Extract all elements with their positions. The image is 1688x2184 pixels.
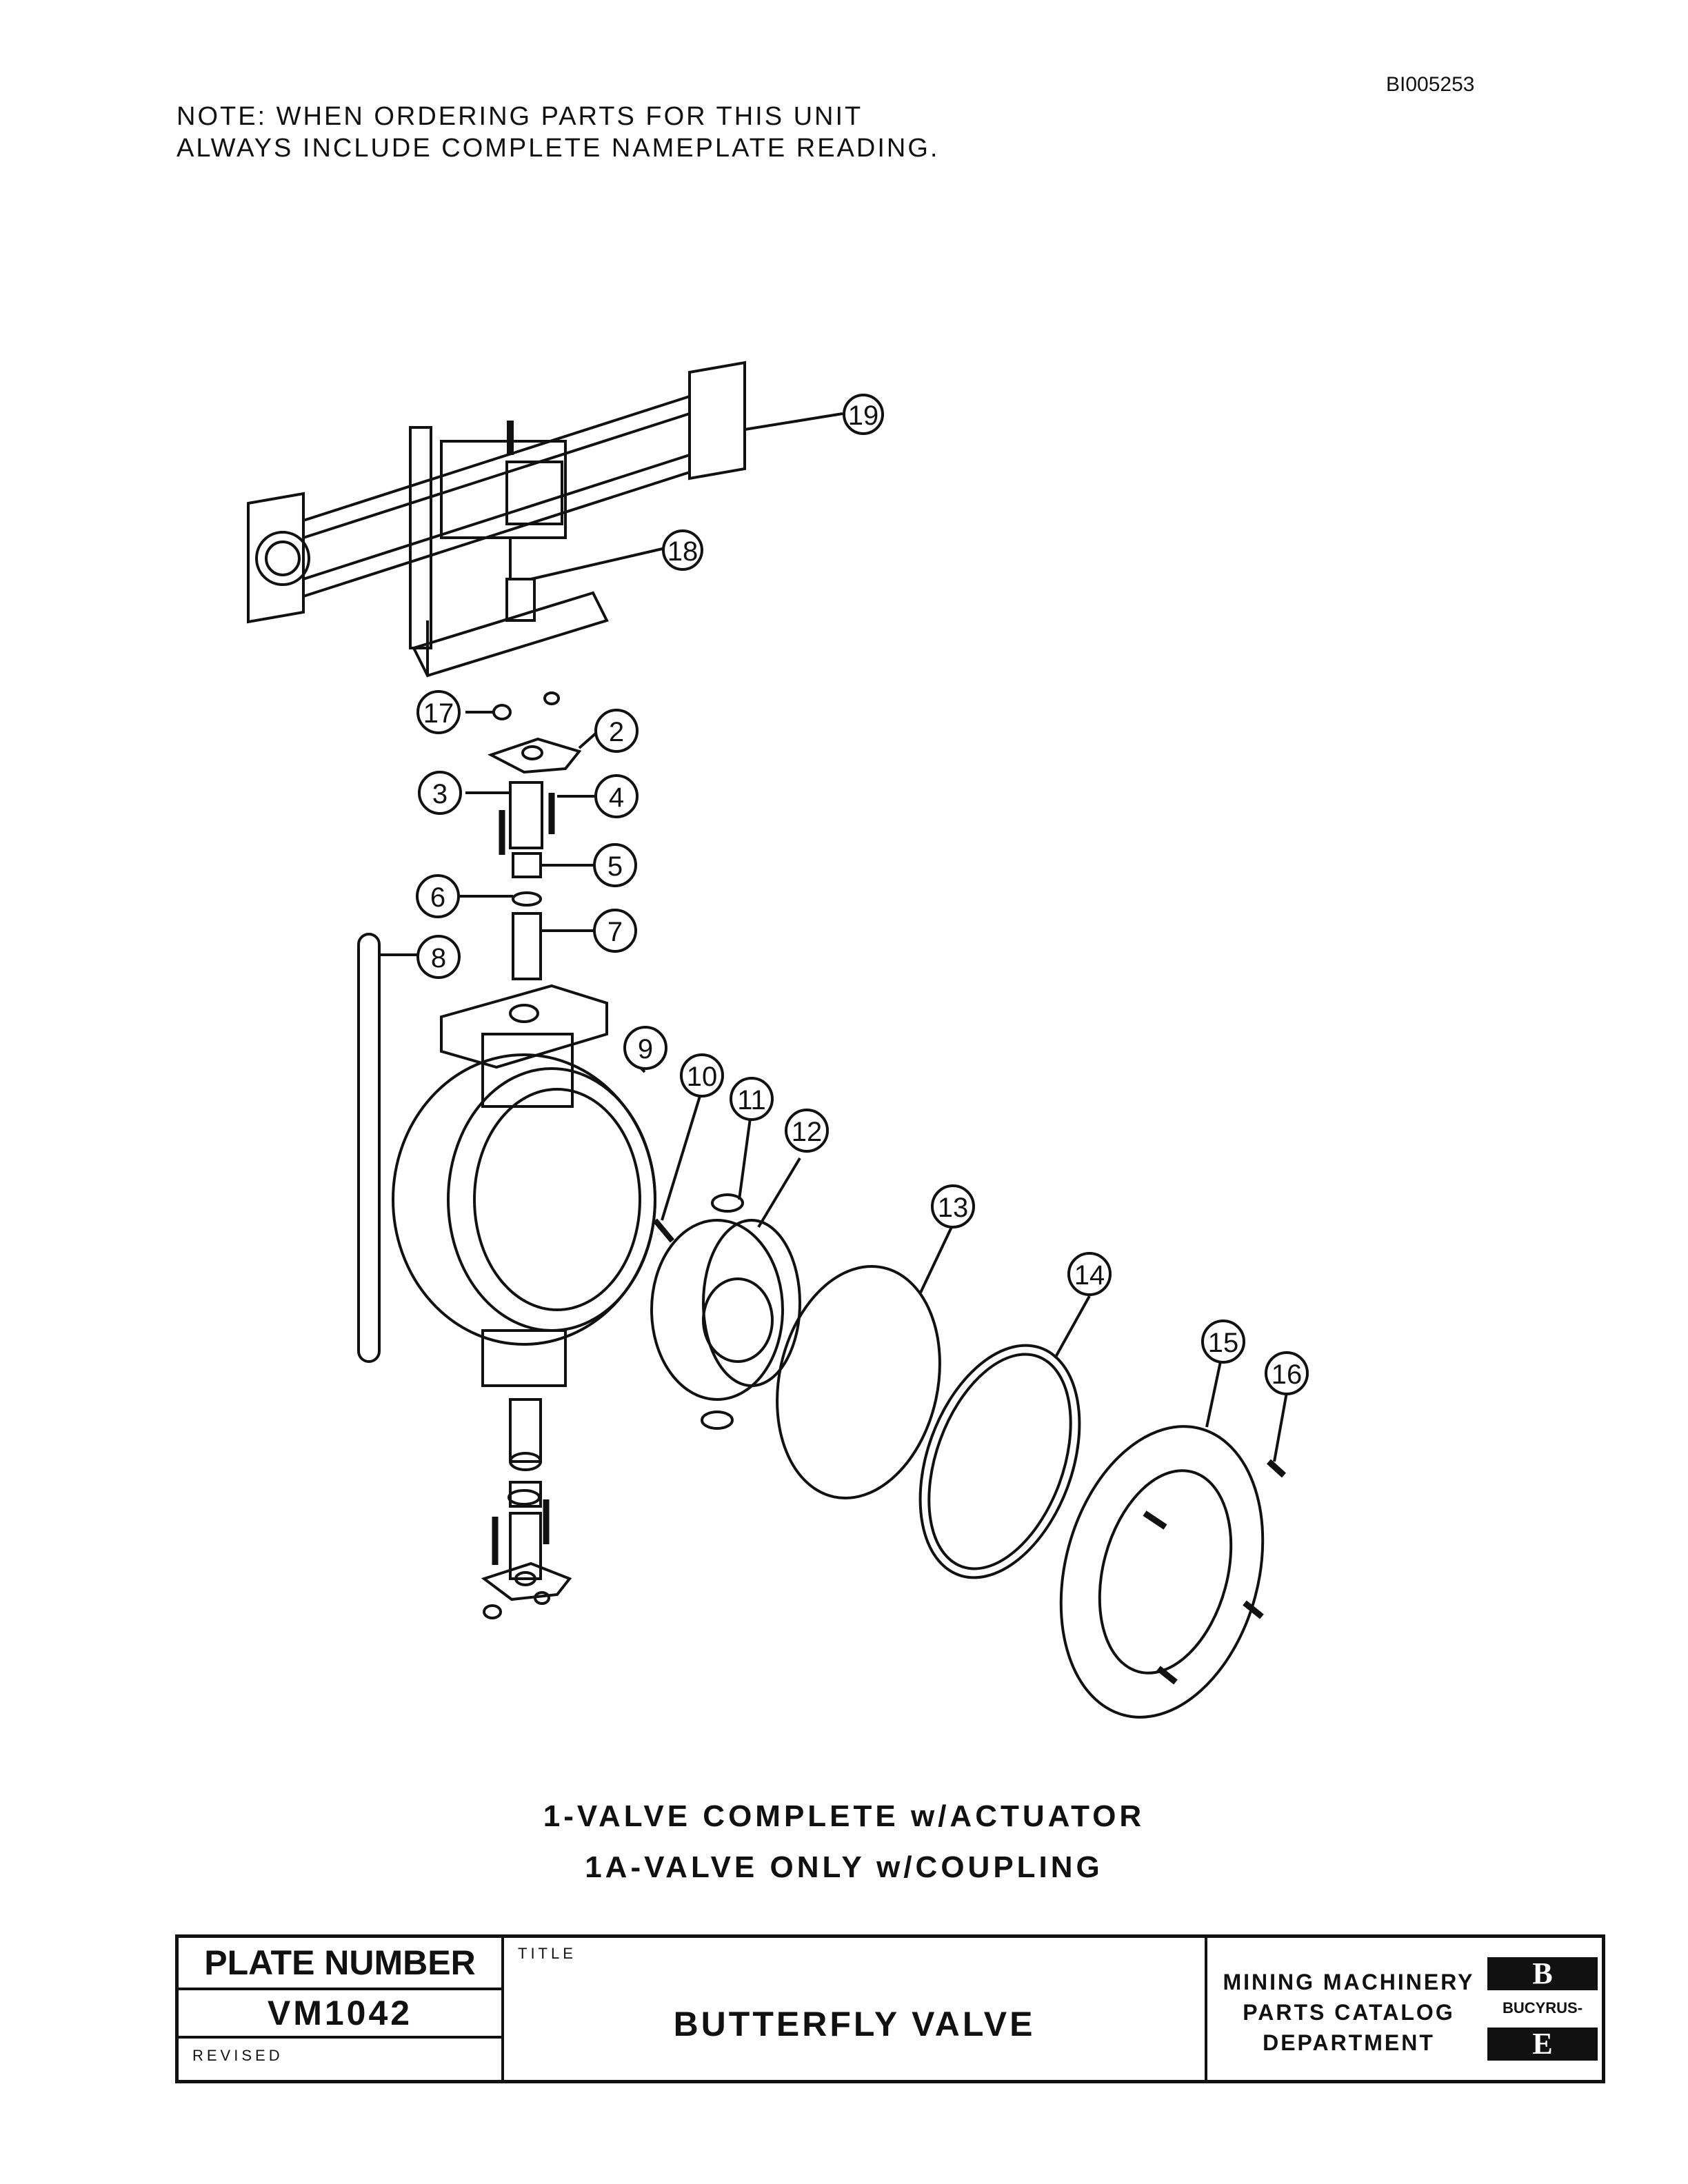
svg-text:18: 18 xyxy=(667,536,699,567)
department-line-1: MINING MACHINERY xyxy=(1223,1970,1475,1994)
svg-text:15: 15 xyxy=(1208,1328,1239,1358)
svg-text:8: 8 xyxy=(431,943,446,973)
svg-text:11: 11 xyxy=(737,1085,766,1115)
caption-valve-only: 1A-VALVE ONLY w/COUPLING xyxy=(585,1850,1103,1884)
callout-11: 11 xyxy=(730,1077,774,1121)
title-section: TITLE BUTTERFLY VALVE xyxy=(504,1938,1207,2080)
title-label: TITLE xyxy=(518,1945,576,1962)
callout-17: 17 xyxy=(416,690,461,734)
callout-leader-18 xyxy=(530,547,666,580)
plate-section: PLATE NUMBER VM1042 REVISED xyxy=(179,1938,504,2080)
svg-text:10: 10 xyxy=(687,1062,718,1092)
callout-9: 9 xyxy=(623,1026,667,1070)
seat-ring xyxy=(918,1344,1081,1579)
retaining-ring xyxy=(1059,1425,1265,1719)
cap-screws xyxy=(1143,1459,1287,1685)
callout-4: 4 xyxy=(594,774,639,818)
logo-bottom-block: E xyxy=(1487,2028,1598,2061)
svg-text:5: 5 xyxy=(607,851,623,882)
bottom-hardware-stack xyxy=(481,1398,572,1619)
actuator-assembly xyxy=(247,361,746,678)
callout-leader-15 xyxy=(1205,1361,1222,1428)
title-block: PLATE NUMBER VM1042 REVISED TITLE BUTTER… xyxy=(175,1934,1605,2083)
valve-body xyxy=(392,984,656,1387)
note-line-2: ALWAYS INCLUDE COMPLETE NAMEPLATE READIN… xyxy=(177,134,940,163)
svg-text:14: 14 xyxy=(1074,1260,1105,1291)
plate-number-label: PLATE NUMBER xyxy=(179,1938,501,1990)
document-id: BI005253 xyxy=(1386,73,1475,96)
callout-leader-16 xyxy=(1273,1392,1288,1462)
logo-top-block: B xyxy=(1487,1957,1598,1990)
svg-text:13: 13 xyxy=(938,1193,969,1223)
callout-leader-2 xyxy=(578,731,599,749)
pin xyxy=(652,1218,675,1243)
caption-valve-complete: 1-VALVE COMPLETE w/ACTUATOR xyxy=(543,1799,1145,1833)
callout-12: 12 xyxy=(785,1109,829,1153)
callout-2: 2 xyxy=(594,709,639,753)
washer xyxy=(711,1193,744,1213)
callout-leader-19 xyxy=(744,412,843,431)
logo-letter-b: B xyxy=(1532,1957,1553,1990)
svg-text:17: 17 xyxy=(423,698,454,729)
shaft-rod xyxy=(357,933,381,1363)
svg-text:12: 12 xyxy=(792,1117,823,1147)
logo-letter-e: E xyxy=(1532,2027,1553,2061)
valve-disc xyxy=(650,1219,801,1430)
svg-text:3: 3 xyxy=(432,779,448,809)
svg-text:6: 6 xyxy=(430,882,445,913)
drawing-title: BUTTERFLY VALVE xyxy=(673,2005,1036,2043)
top-hardware-stack xyxy=(487,691,582,980)
revised-label: REVISED xyxy=(192,2047,283,2064)
callout-15: 15 xyxy=(1201,1320,1245,1364)
callout-3: 3 xyxy=(418,771,462,815)
svg-text:2: 2 xyxy=(609,717,624,747)
callout-6: 6 xyxy=(416,874,460,918)
callout-10: 10 xyxy=(680,1053,724,1098)
callout-13: 13 xyxy=(931,1184,975,1228)
callout-19: 19 xyxy=(843,394,884,435)
svg-text:9: 9 xyxy=(638,1034,653,1064)
svg-text:19: 19 xyxy=(848,401,879,431)
callout-18: 18 xyxy=(662,529,703,571)
department-section: MINING MACHINERY PARTS CATALOG DEPARTMEN… xyxy=(1207,1938,1602,2080)
callout-leader-11 xyxy=(738,1118,752,1200)
svg-text:16: 16 xyxy=(1272,1359,1303,1390)
department-line-3: DEPARTMENT xyxy=(1263,2030,1435,2055)
department-text: MINING MACHINERY PARTS CATALOG DEPARTMEN… xyxy=(1214,1967,1483,2058)
callout-5: 5 xyxy=(593,843,637,887)
callouts: 19 18 17 2 3 4 5 6 xyxy=(416,394,1309,1395)
department-line-2: PARTS CATALOG xyxy=(1243,2000,1455,2025)
callout-leader-14 xyxy=(1054,1295,1091,1359)
callout-8: 8 xyxy=(416,935,461,979)
callout-7: 7 xyxy=(593,909,637,953)
callout-leader-12 xyxy=(757,1157,801,1228)
note-line-1: NOTE: WHEN ORDERING PARTS FOR THIS UNIT xyxy=(177,102,863,131)
svg-text:7: 7 xyxy=(607,917,623,947)
svg-text:4: 4 xyxy=(609,782,624,813)
callout-leader-10 xyxy=(661,1095,701,1221)
o-ring xyxy=(776,1265,941,1499)
ordering-note: NOTE: WHEN ORDERING PARTS FOR THIS UNIT … xyxy=(177,101,939,164)
callout-14: 14 xyxy=(1067,1252,1112,1296)
bucyrus-erie-logo: B BUCYRUS-ERIE E xyxy=(1487,1957,1598,2061)
callout-leader-13 xyxy=(919,1226,953,1293)
plate-number: VM1042 xyxy=(179,1990,501,2039)
callout-16: 16 xyxy=(1265,1351,1309,1395)
